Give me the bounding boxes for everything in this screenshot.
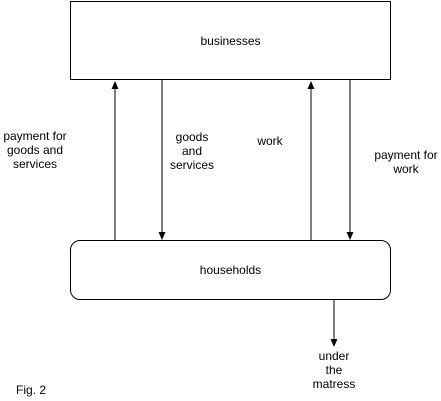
arrow-savings	[330, 300, 338, 347]
work-label: work	[257, 134, 283, 148]
arrow-work	[307, 81, 315, 240]
payment-goods-label: payment for goods and services	[3, 129, 67, 171]
businesses-label: businesses	[200, 33, 261, 48]
arrow-goods-services	[158, 80, 166, 240]
businesses-node: businesses	[70, 1, 391, 80]
goods-services-label: goods and services	[169, 130, 214, 172]
arrow-payment-goods	[111, 81, 119, 240]
figure-caption: Fig. 2	[16, 383, 47, 397]
savings-label: under the matress	[312, 349, 356, 391]
payment-work-label: payment for work	[374, 148, 438, 176]
arrow-payment-work	[346, 80, 354, 240]
households-node: households	[70, 240, 391, 300]
households-label: households	[199, 263, 262, 277]
